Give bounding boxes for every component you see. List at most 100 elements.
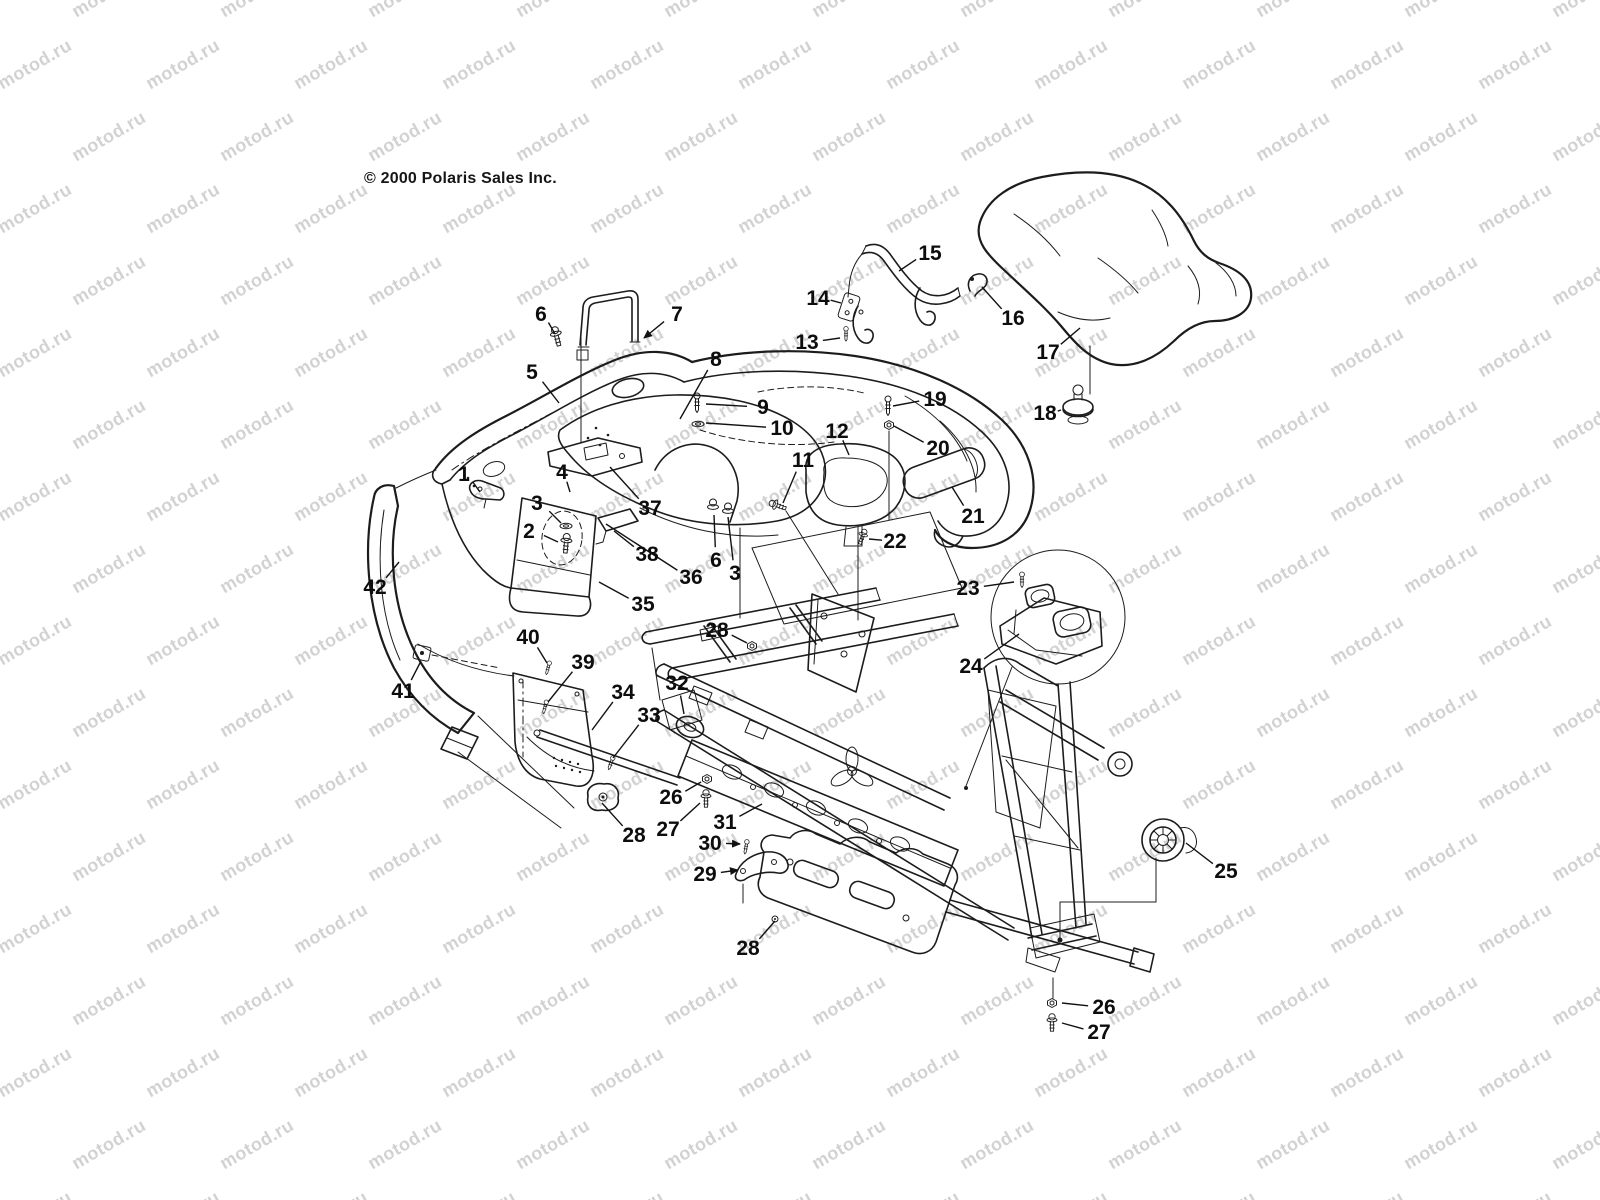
callout-leader [893,425,925,443]
fender-skirt [441,483,512,589]
callout-leader [720,867,739,876]
callout-number: 20 [926,437,949,460]
rear-cab-assembly [431,290,1035,625]
callout-leader [1061,1002,1089,1007]
callout-number: 16 [1001,307,1024,330]
callout-leader [868,538,883,541]
storage-box-assembly [767,395,986,621]
callout-leader [830,299,842,304]
callout-number: 32 [665,672,688,695]
callout-number: 30 [698,832,721,855]
callout-leader [981,286,1003,310]
callout-leader [731,634,748,644]
callout-number: 27 [656,818,679,841]
callout-leader [679,802,701,822]
seat-latch-hook [967,273,988,297]
heel-guard [367,484,476,735]
callout-number: 15 [918,242,942,265]
seat-hook-right [914,287,936,326]
callout-leader [1057,409,1062,412]
callout-leader [758,920,776,940]
callout-leader [385,561,400,579]
taillight-base [999,597,1103,665]
callout-leader [983,633,1020,660]
callout-leader [1185,842,1214,865]
callout-leader [536,646,548,664]
seat-bracket-assembly [837,243,988,344]
callout-number: 40 [516,626,539,649]
callout-leader [782,471,797,504]
callout-number: 39 [571,651,594,674]
callout-number: 27 [1087,1021,1110,1044]
fender-outer [690,350,1035,550]
callout-number: 18 [1033,402,1057,425]
callout-leader [601,802,624,827]
callout-leader [684,781,702,792]
callout-number: 3 [531,492,543,515]
washer-plate [586,782,620,812]
rear-plate [987,689,1057,829]
callout-number: 26 [659,786,682,809]
latch-plate [547,437,643,477]
callout-leader [643,320,665,339]
callout-leader [591,701,614,731]
callout-number: 1 [458,463,470,486]
callout-number: 17 [1036,341,1059,364]
seat-hook-left [852,305,874,344]
rack-frame [641,587,959,701]
callout-leader [609,466,640,500]
left-panels [367,469,681,829]
callout-leader [472,481,481,493]
callout-leader [898,258,917,272]
support-rod [536,729,681,786]
callout-leader [842,440,850,456]
callout-number: 6 [710,549,722,572]
fan-washer [830,746,874,787]
callout-number: 12 [825,420,848,443]
callout-number: 5 [526,361,538,384]
callout-leader [547,671,574,703]
callout-number: 24 [959,655,983,678]
storage-box [805,442,906,527]
callout-leader [705,422,767,428]
callout-number: 3 [729,562,741,585]
callout-number: 31 [713,811,737,834]
support-arm [734,851,789,904]
frame-plate [807,593,875,693]
callout-number: 37 [638,497,661,520]
callout-number: 22 [883,530,906,553]
callout-leader [566,481,571,493]
inner-panel [751,511,963,625]
callout-number: 8 [710,348,722,371]
support-bracket [597,508,639,532]
callout-leader [725,839,741,848]
callout-number: 35 [631,593,655,616]
channel-beam [677,739,959,887]
callout-leader [951,486,965,507]
callout-leader [1061,1022,1084,1030]
bracket-plate [837,292,861,322]
callout-number: 33 [637,704,660,727]
skid-plate [757,829,959,955]
callout-number: 4 [556,461,568,484]
callout-leader [548,510,562,524]
callout-number: 2 [523,520,535,543]
callout-leader [543,534,559,543]
taillight-detail [964,549,1126,790]
callout-number: 42 [363,576,386,599]
callout-leader [679,695,685,715]
callout-number: 23 [956,577,979,600]
callout-number: 13 [795,331,818,354]
callout-leader [983,581,1015,588]
callout-number: 34 [611,681,635,704]
callout-number: 29 [693,863,716,886]
callout-leader [612,724,640,759]
callout-number: 9 [757,396,769,419]
callout-leader [613,530,635,548]
callout-leader [541,381,560,404]
callout-number: 25 [1214,860,1238,883]
callout-number: 36 [679,566,702,589]
